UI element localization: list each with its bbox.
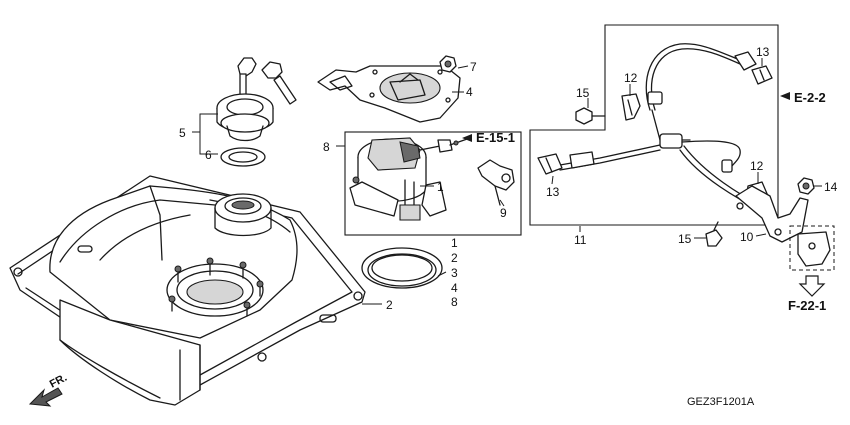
bolt-upper xyxy=(575,107,606,125)
callout-10: 10 xyxy=(740,230,754,244)
callout-2: 2 xyxy=(386,298,393,312)
e15-arrow xyxy=(462,134,472,142)
fuel-tank xyxy=(9,175,366,406)
callout-1-list: 1 xyxy=(451,236,458,250)
connector-right xyxy=(751,65,773,85)
pump-packing xyxy=(361,247,443,289)
fuel-pump xyxy=(349,137,453,221)
callout-9: 9 xyxy=(500,206,507,220)
f22-bracket-detail xyxy=(797,231,831,267)
front-label: FR. xyxy=(48,372,69,391)
fuel-filler-cap xyxy=(216,57,297,142)
connector-mid xyxy=(537,153,563,175)
fuel-pump-assembly-box xyxy=(344,131,522,236)
callout-15-lower: 15 xyxy=(678,232,692,246)
callout-12-lower: 12 xyxy=(750,159,764,173)
callout-12-upper: 12 xyxy=(624,71,638,85)
hose-clip xyxy=(621,93,641,121)
hose-assembly-box xyxy=(529,24,779,226)
f22-reference-box xyxy=(789,225,835,271)
callout-3: 3 xyxy=(451,266,458,280)
fuel-level-sensor xyxy=(477,159,515,206)
callout-4: 4 xyxy=(466,85,473,99)
cap-gasket xyxy=(220,147,266,167)
callout-8-list: 8 xyxy=(451,295,458,309)
callout-1: 1 xyxy=(437,180,444,194)
flange-nut xyxy=(439,55,457,73)
callout-13-mid: 13 xyxy=(546,185,560,199)
e22-arrow xyxy=(780,92,790,100)
callout-6: 6 xyxy=(205,148,212,162)
callout-5: 5 xyxy=(179,126,186,140)
callout-14: 14 xyxy=(824,180,838,194)
front-direction-arrow: FR. xyxy=(28,372,69,407)
callout-4-list: 4 xyxy=(451,281,458,295)
leader-lines xyxy=(192,58,822,305)
ref-e2-2: E-2-2 xyxy=(794,90,826,105)
callout-8: 8 xyxy=(323,140,330,154)
callout-13-upper: 13 xyxy=(756,45,770,59)
callout-7: 7 xyxy=(470,60,477,74)
bracket xyxy=(735,185,809,243)
callout-15-upper: 15 xyxy=(576,86,590,100)
callout-2-list: 2 xyxy=(451,251,458,265)
callout-11: 11 xyxy=(574,233,587,247)
bolt-lower xyxy=(705,221,723,247)
mounting-studs xyxy=(168,257,264,317)
ref-e15-1: E-15-1 xyxy=(476,130,515,145)
fuel-pump-setting-plate xyxy=(317,65,461,123)
ref-f22-1: F-22-1 xyxy=(788,298,826,313)
diagram-code: GEZ3F1201A xyxy=(687,396,755,408)
nut xyxy=(797,177,815,195)
fuel-hose xyxy=(559,43,763,211)
down-arrow xyxy=(798,275,826,297)
